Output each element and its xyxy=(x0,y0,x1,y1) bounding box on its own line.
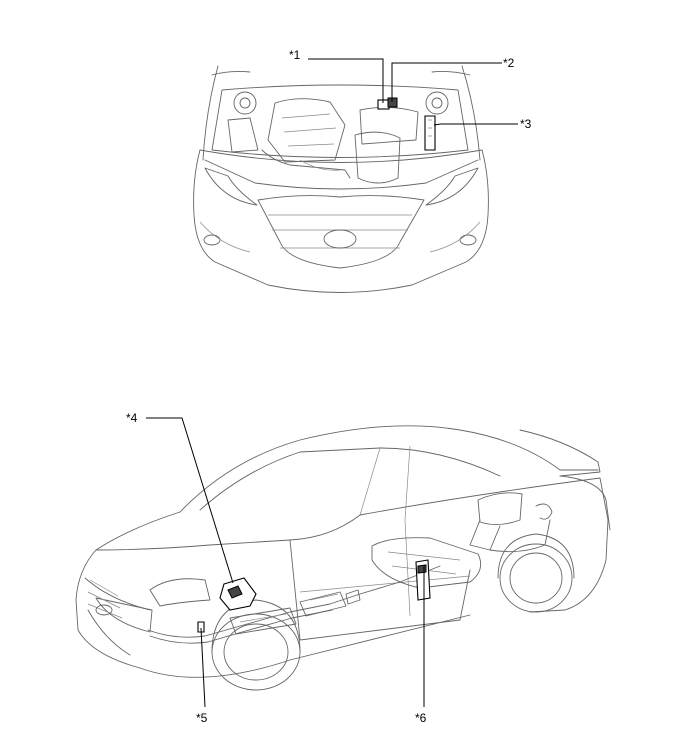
callout-label-5: *5 xyxy=(196,711,208,725)
engine-compartment-illustration xyxy=(193,65,489,293)
callout-label-6: *6 xyxy=(415,711,427,725)
callout-label-2: *2 xyxy=(503,56,515,70)
callout-label-3: *3 xyxy=(520,117,532,131)
vehicle-side-illustration xyxy=(75,425,611,691)
callout-leaders-bottom xyxy=(146,417,425,708)
callout-leaders-top xyxy=(308,58,518,126)
callout-label-1: *1 xyxy=(289,48,301,62)
callout-label-4: *4 xyxy=(126,411,138,425)
